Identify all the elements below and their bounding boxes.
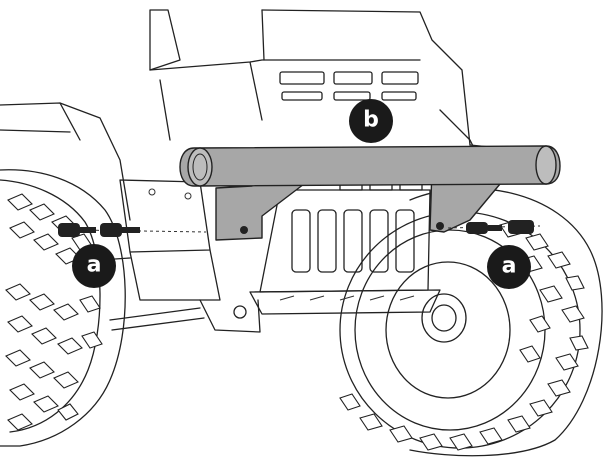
left-bracket-bolt-hole [240,226,248,234]
left-front-tire [0,169,126,447]
right-bolt-2 [508,220,534,234]
callout-b: b [349,99,393,143]
bumper-tube [179,145,561,187]
right-front-tire [339,187,603,457]
left-bolt-1 [58,223,80,237]
callout-a-left: a [72,244,116,288]
bumper-tube-right-end [535,145,557,185]
right-bolts [447,220,541,234]
front-bumper [179,145,561,241]
right-bolt-1 [466,222,488,234]
callout-a-left-label: a [87,253,102,278]
left-bolts [58,223,207,237]
callout-a-right-label: a [502,254,517,279]
callout-a-right: a [487,245,531,289]
skid-plate [249,181,441,315]
callout-b-label: b [363,108,379,133]
right-bracket-bolt-hole [436,222,444,230]
bumper-tube-left-end [187,147,213,187]
left-bolt-2 [100,223,122,237]
right-tire-tread [339,220,589,451]
